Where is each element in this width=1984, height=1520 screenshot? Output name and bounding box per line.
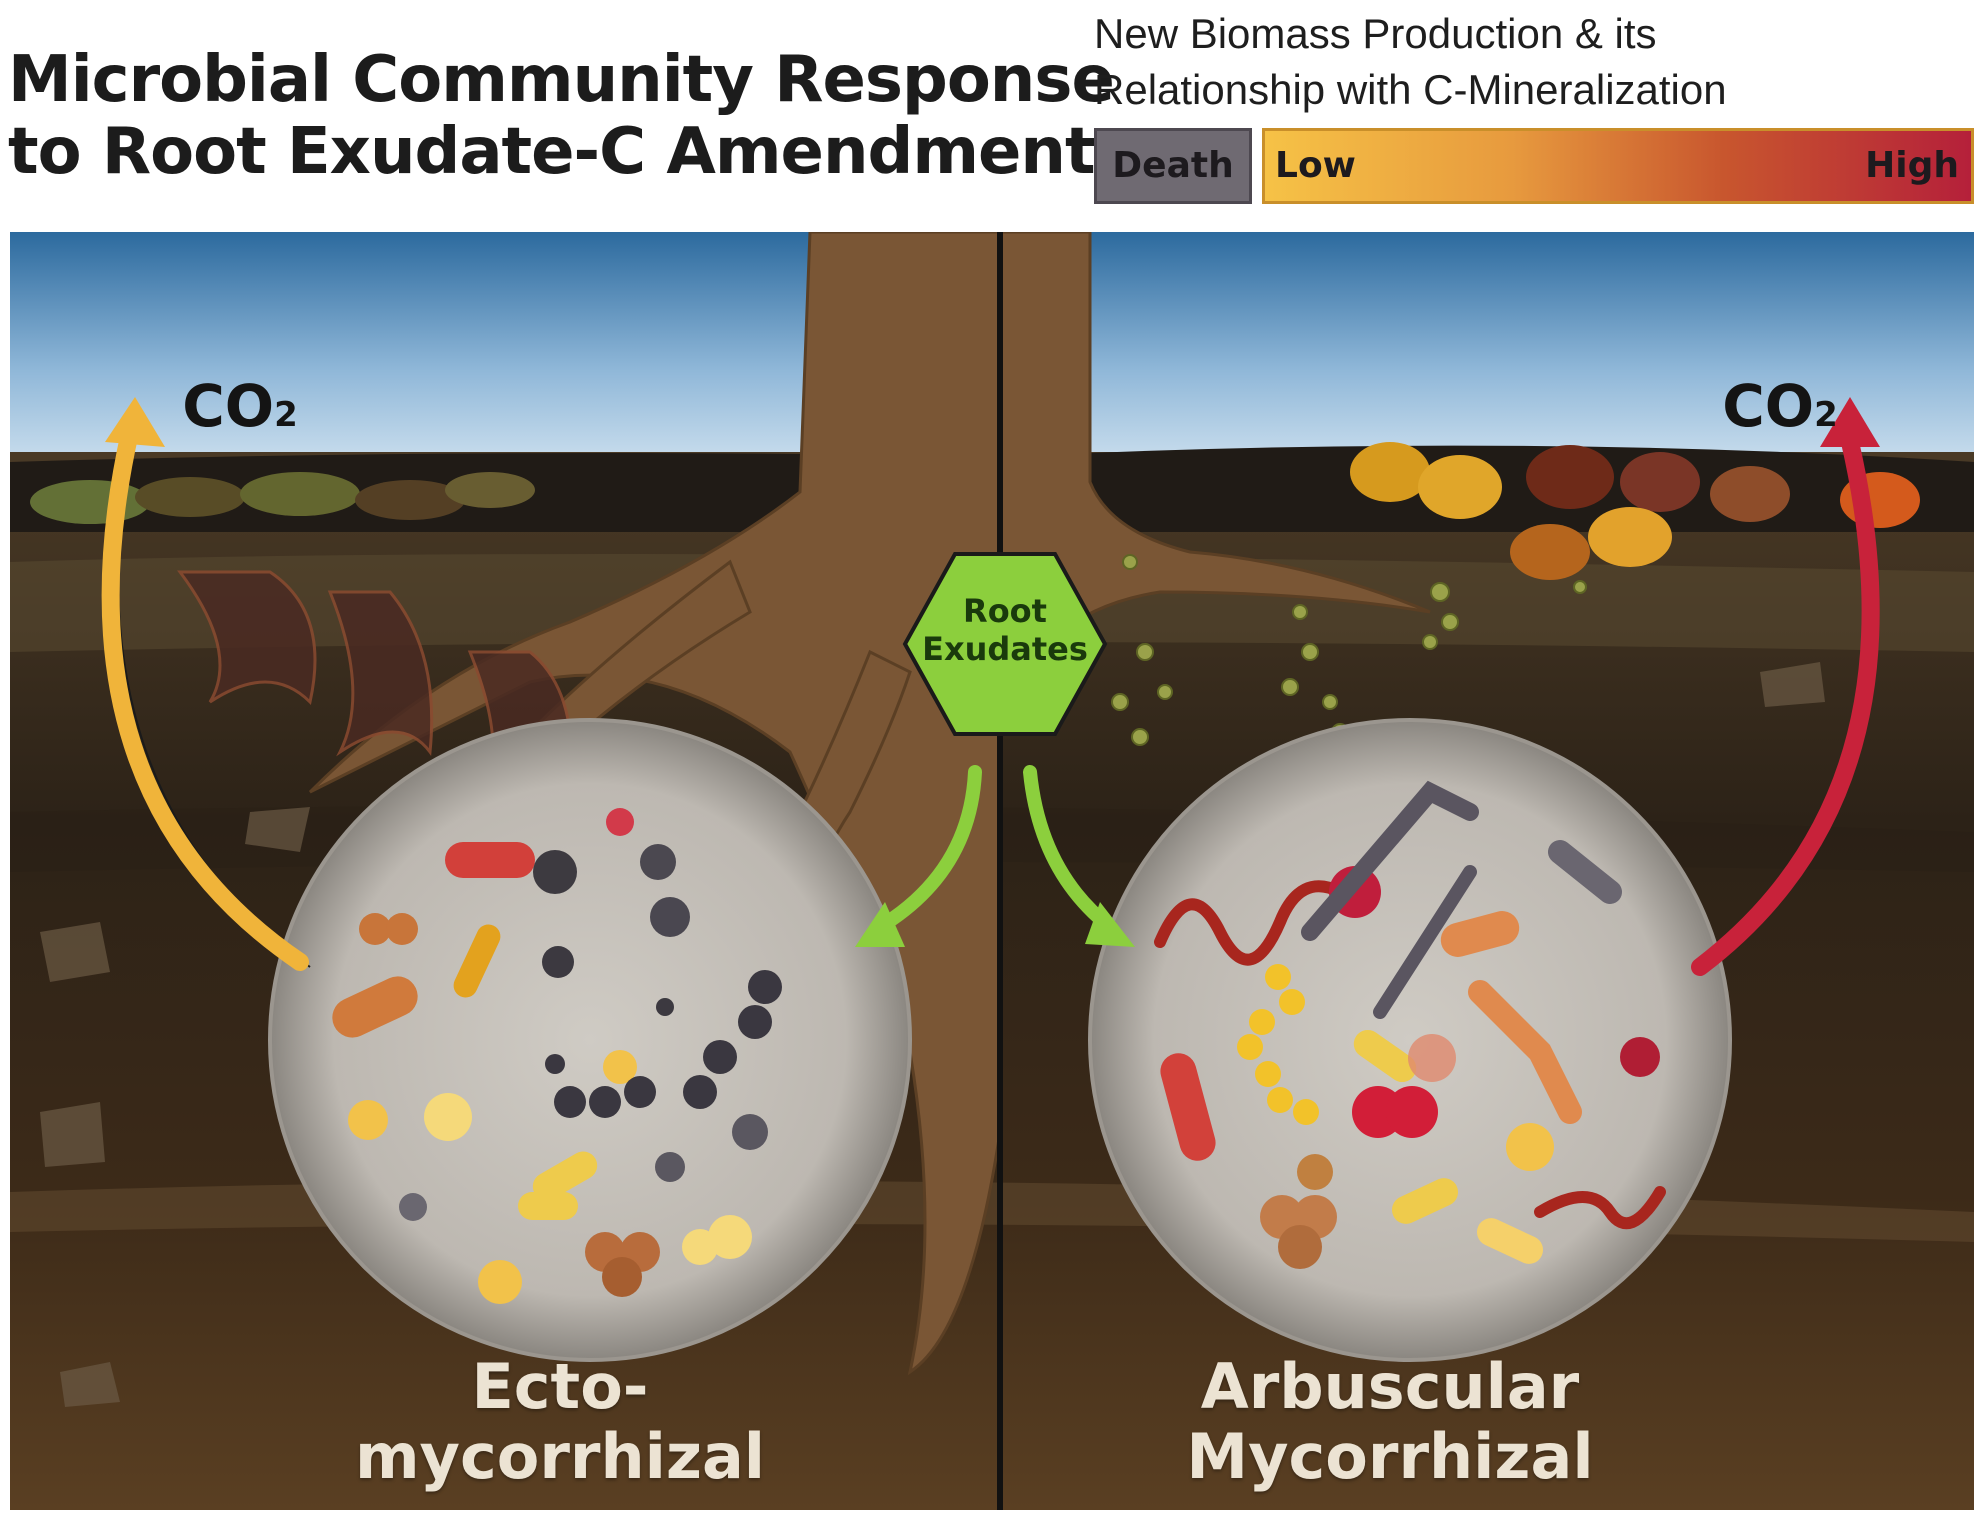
exudate-arrow-right <box>1023 765 1117 934</box>
co2-label-right: CO2 <box>1722 372 1838 440</box>
legend-title-line-2: Relationship with C-Mineralization <box>1094 66 1727 113</box>
legend-death-swatch: Death <box>1094 128 1252 204</box>
co2-arrow-left <box>101 423 309 971</box>
co2-label-left: CO2 <box>182 372 298 440</box>
legend-high-label: High <box>1865 145 1959 186</box>
ecto-microbe-circle <box>268 718 912 1362</box>
title-line-2: to Root Exudate-C Amendment <box>8 115 1096 189</box>
co2-arrowhead-left <box>105 397 165 447</box>
root-exudates-label: Root Exudates <box>922 592 1088 668</box>
legend-title-line-1: New Biomass Production & its <box>1094 10 1657 57</box>
co2-arrow-right <box>1691 433 1880 976</box>
am-microbes <box>1154 780 1666 1269</box>
ecto-microbes <box>332 808 782 1304</box>
scene-illustration <box>10 232 1974 1510</box>
figure-title: Microbial Community Response to Root Exu… <box>8 43 1115 189</box>
rocks <box>40 662 1825 1407</box>
legend-gradient-bar: Low High <box>1262 128 1974 204</box>
legend-low-label: Low <box>1275 145 1356 186</box>
arbuscular-mycorrhizal-label: Arbuscular Mycorrhizal <box>1186 1350 1594 1493</box>
exudate-arrowhead-right <box>1085 902 1135 947</box>
ectomycorrhizal-label: Ecto- mycorrhizal <box>354 1350 766 1493</box>
title-line-1: Microbial Community Response <box>8 43 1115 117</box>
exudate-arrowhead-left <box>855 902 905 947</box>
co2-arrowhead-right <box>1820 397 1880 447</box>
exudate-arrow-left <box>873 765 982 934</box>
root-exudates-hexagon <box>902 552 1108 736</box>
legend-title: New Biomass Production & its Relationshi… <box>1094 6 1974 118</box>
soil-scene: CO2 CO2 Root Exudates Ecto- mycorrhizal … <box>10 232 1974 1510</box>
